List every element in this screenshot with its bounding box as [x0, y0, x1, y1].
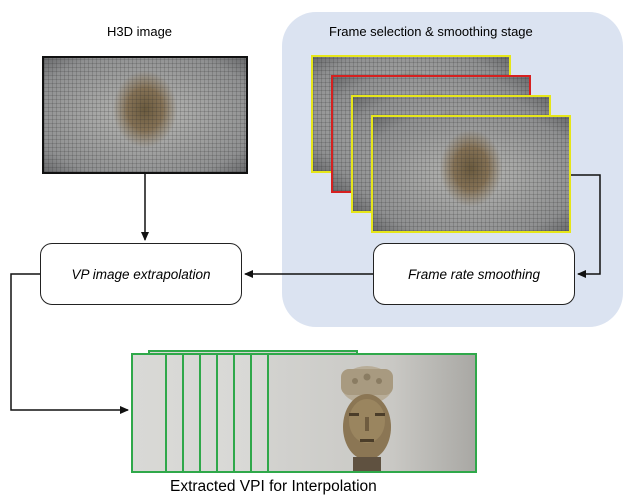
vpi-frame-front — [267, 353, 477, 473]
stage-title: Frame selection & smoothing stage — [329, 24, 533, 39]
vp-image-extrapolation-box: VP image extrapolation — [40, 243, 242, 305]
arrow-frames-to-smoothing — [571, 174, 601, 278]
h3d-image-title: H3D image — [107, 24, 173, 39]
sculpture-head-image — [341, 366, 393, 471]
stacked-frame-4 — [371, 115, 571, 233]
vp-image-extrapolation-label: VP image extrapolation — [71, 266, 211, 282]
arrow-extrapolation-to-vpi — [10, 273, 129, 414]
extracted-vpi-caption: Extracted VPI for Interpolation — [170, 478, 377, 495]
frame-rate-smoothing-box: Frame rate smoothing — [373, 243, 575, 305]
frame-rate-smoothing-label: Frame rate smoothing — [407, 266, 541, 282]
h3d-input-image — [42, 56, 248, 174]
